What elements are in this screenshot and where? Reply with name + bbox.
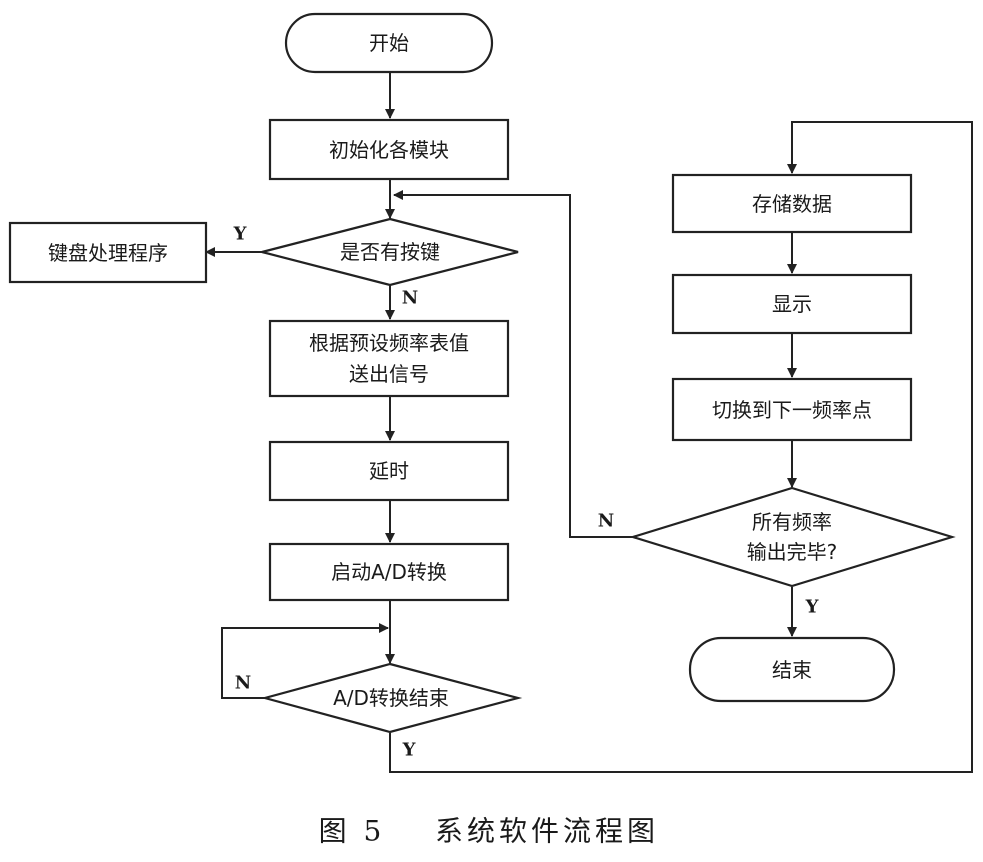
display-box: 显示	[671, 273, 913, 335]
all-done-yes-label: Y	[805, 597, 820, 618]
init-label: 初始化各模块	[329, 138, 449, 162]
all-done-no-label: N	[598, 511, 614, 532]
all-done-label-line-1: 所有频率	[752, 510, 832, 534]
end-label: 结束	[772, 658, 812, 682]
next-freq-label: 切换到下一频率点	[712, 398, 872, 422]
key-check-decision: 是否有按键	[261, 217, 519, 287]
send-signal-label-line-2: 送出信号	[349, 362, 429, 386]
ad-done-no-label: N	[235, 673, 251, 694]
send-signal-label-line-1: 根据预设频率表值	[309, 331, 469, 355]
end-terminator: 结束	[688, 636, 896, 703]
figure-title: 系统软件流程图	[435, 815, 659, 848]
start-terminator: 开始	[284, 12, 494, 74]
edge-all-done-no-to-key-check	[393, 190, 633, 538]
next-freq-box: 切换到下一频率点	[671, 377, 913, 442]
key-check-label: 是否有按键	[340, 240, 440, 264]
all-done-label-line-2: 输出完毕?	[747, 540, 838, 564]
delay-label: 延时	[369, 459, 409, 483]
branch-labels: Y N N Y N Y	[233, 224, 820, 761]
delay-box: 延时	[268, 440, 510, 502]
start-label: 开始	[369, 31, 409, 55]
all-done-decision: 所有频率 输出完毕?	[629, 486, 956, 588]
edge-ad-done-no-loop	[221, 623, 389, 699]
start-ad-box: 启动A/D转换	[268, 542, 510, 602]
key-handler-box: 键盘处理程序	[8, 221, 208, 284]
figure-caption: 图 5 系统软件流程图	[319, 815, 659, 848]
init-process-box: 初始化各模块	[268, 118, 510, 181]
edge-ad-done-yes-to-store	[389, 121, 973, 773]
ad-done-label: A/D转换结束	[333, 686, 449, 710]
start-ad-label: 启动A/D转换	[331, 560, 447, 584]
display-label: 显示	[772, 292, 812, 316]
send-signal-box: 根据预设频率表值 送出信号	[268, 319, 510, 398]
key-handler-label: 键盘处理程序	[48, 241, 168, 265]
edges	[205, 72, 973, 773]
ad-done-decision: A/D转换结束	[260, 662, 523, 734]
figure-number: 图 5	[319, 815, 386, 848]
store-data-label: 存储数据	[752, 192, 832, 216]
nodes: 开始 初始化各模块 是否有按键 键盘处理程序 根据预设频率表值 送出信号 延时	[8, 12, 956, 734]
ad-done-yes-label: Y	[402, 740, 417, 761]
key-check-no-label: N	[402, 288, 418, 309]
key-check-yes-label: Y	[233, 224, 248, 245]
store-data-box: 存储数据	[671, 173, 913, 234]
